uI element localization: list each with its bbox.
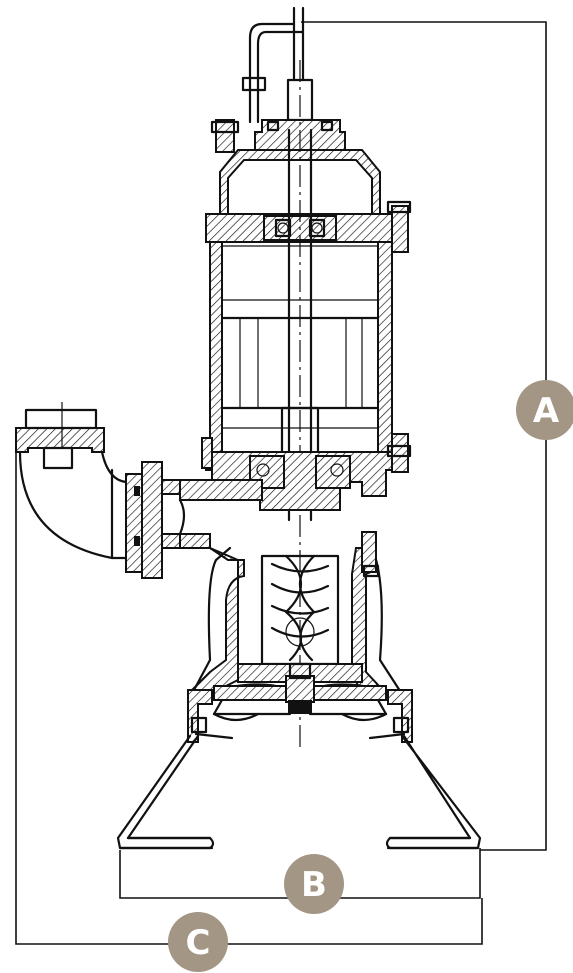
discharge-flange — [125, 461, 263, 579]
pump-stand — [116, 734, 482, 850]
dimension-a-label: A — [533, 391, 560, 431]
dimension-c-label: C — [186, 923, 211, 963]
dimension-c-badge: C — [168, 912, 228, 972]
dimension-a-badge: A — [516, 380, 573, 440]
cutter-impeller — [212, 554, 388, 716]
motor-top-cover — [210, 119, 381, 223]
lower-bearing-housing — [201, 433, 412, 511]
motor-stator-housing — [209, 241, 393, 455]
power-cable — [241, 6, 305, 124]
dimension-b-label: B — [301, 865, 327, 905]
dimension-c-lines — [15, 452, 483, 945]
dimension-b-badge: B — [284, 854, 344, 914]
discharge-elbow — [15, 402, 128, 560]
pump-base-flange — [187, 689, 413, 743]
